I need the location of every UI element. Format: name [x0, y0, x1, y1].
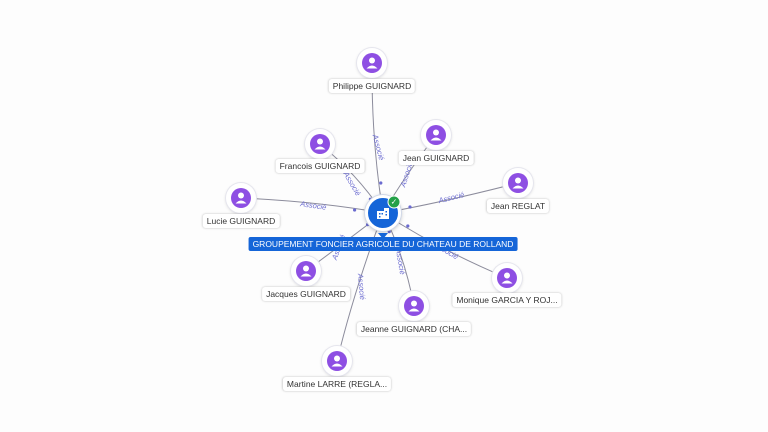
person-label[interactable]: Martine LARRE (REGLA... [282, 377, 392, 391]
person-icon [235, 192, 247, 204]
person-label[interactable]: Jean REGLAT [486, 199, 550, 213]
person-label[interactable]: Monique GARCIA Y ROJ... [452, 293, 562, 307]
person-node[interactable] [226, 183, 256, 213]
relation-label: Associé [299, 199, 327, 212]
person-icon [430, 129, 442, 141]
person-label[interactable]: Jean GUIGNARD [398, 151, 474, 165]
person-label[interactable]: Lucie GUIGNARD [202, 214, 280, 228]
person-icon [512, 177, 524, 189]
person-label[interactable]: Jacques GUIGNARD [262, 287, 350, 301]
person-node[interactable] [503, 168, 533, 198]
person-node[interactable] [305, 129, 335, 159]
person-node[interactable] [322, 346, 352, 376]
relation-label: Associé [437, 190, 466, 205]
person-icon [501, 272, 513, 284]
person-node[interactable] [399, 291, 429, 321]
company-node-pin [378, 233, 388, 239]
person-icon [300, 265, 312, 277]
person-node[interactable] [492, 263, 522, 293]
arrow-head-icon [406, 224, 410, 228]
relation-label: Associé [356, 272, 367, 300]
relation-label: Associé [370, 133, 386, 162]
company-label[interactable]: GROUPEMENT FONCIER AGRICOLE DU CHATEAU D… [248, 237, 518, 251]
arrow-head-icon [387, 230, 391, 234]
person-label[interactable]: Jeanne GUIGNARD (CHA... [356, 322, 472, 336]
person-icon [408, 300, 420, 312]
person-icon [314, 138, 326, 150]
arrow-head-icon [353, 208, 357, 212]
person-label[interactable]: Francois GUIGNARD [275, 159, 365, 173]
relation-label: Associé [341, 169, 362, 197]
relation-edge [336, 212, 384, 362]
person-icon [331, 355, 343, 367]
arrow-head-icon [379, 181, 383, 185]
person-node[interactable] [357, 48, 387, 78]
relation-label: Associé [394, 247, 408, 275]
person-label[interactable]: Philippe GUIGNARD [328, 79, 416, 93]
person-icon [366, 57, 378, 69]
person-node[interactable] [291, 256, 321, 286]
building-icon [377, 208, 389, 219]
person-node[interactable] [421, 120, 451, 150]
arrow-head-icon [408, 205, 412, 209]
check-circle-icon: ✓ [387, 195, 401, 209]
